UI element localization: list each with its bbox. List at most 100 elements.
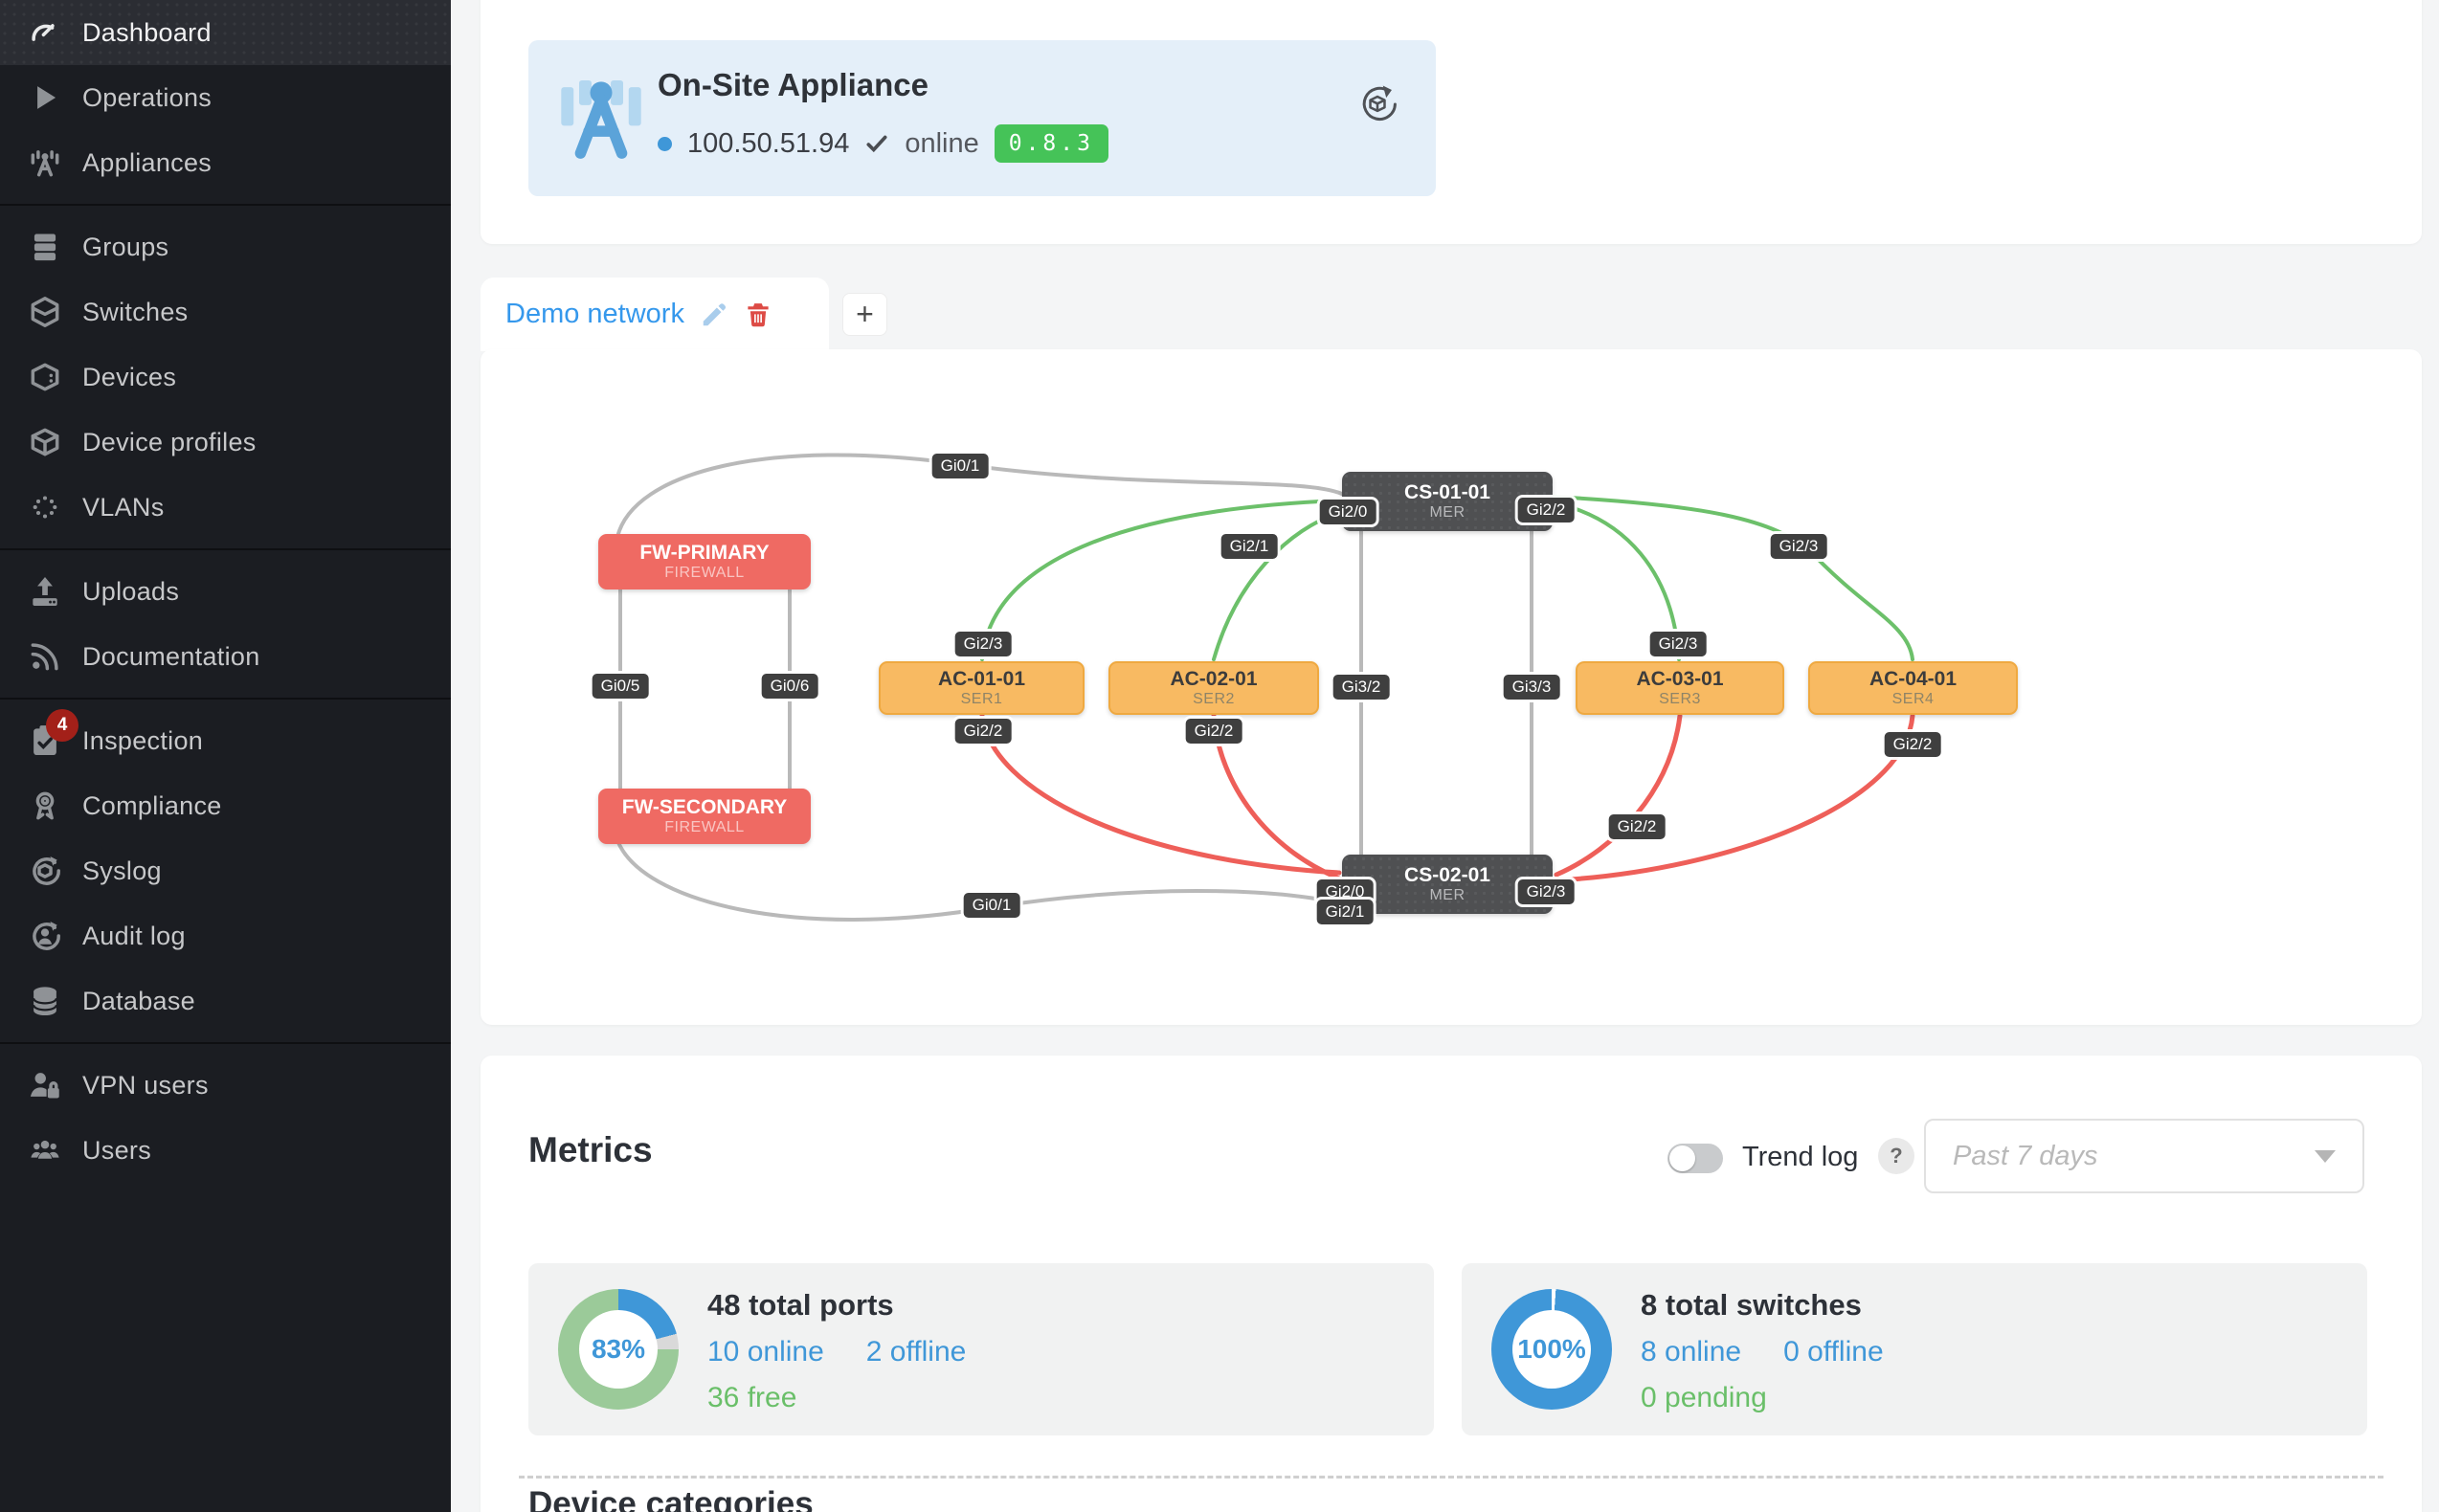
donut-chart: 83% bbox=[558, 1289, 679, 1410]
port-label: Gi2/2 bbox=[1884, 732, 1941, 757]
antenna-tower-icon bbox=[557, 61, 645, 167]
node-label: AC-02-01 bbox=[1170, 667, 1258, 690]
appliance-panel: On-Site Appliance 100.50.51.94 online 0.… bbox=[481, 0, 2422, 244]
server-stack-icon bbox=[27, 229, 63, 265]
play-icon bbox=[27, 79, 63, 116]
dotted-diamond-icon bbox=[27, 489, 63, 525]
sidebar-item-vlans[interactable]: VLANs bbox=[0, 475, 451, 540]
device-categories-title: Device categories bbox=[528, 1485, 814, 1512]
trend-log-label: Trend log bbox=[1742, 1142, 1859, 1172]
appliance-status: online bbox=[905, 127, 979, 159]
sidebar-item-label: VPN users bbox=[82, 1070, 209, 1100]
sidebar-item-compliance[interactable]: Compliance bbox=[0, 773, 451, 838]
port-label: Gi2/3 bbox=[1517, 879, 1575, 904]
sidebar-item-label: Documentation bbox=[82, 641, 260, 671]
help-glyph: ? bbox=[1890, 1144, 1903, 1167]
sidebar-item-uploads[interactable]: Uploads bbox=[0, 559, 451, 624]
node-label: AC-03-01 bbox=[1636, 667, 1724, 690]
delete-trash-icon[interactable] bbox=[744, 300, 772, 329]
node-sublabel: SER4 bbox=[1891, 690, 1935, 707]
sidebar-item-devices[interactable]: Devices bbox=[0, 345, 451, 410]
cube-outline-icon bbox=[27, 424, 63, 460]
sidebar-item-label: Database bbox=[82, 986, 195, 1015]
topology-link bbox=[1554, 713, 1915, 883]
port-label: Gi0/6 bbox=[761, 674, 818, 699]
sidebar-item-audit-log[interactable]: Audit log bbox=[0, 903, 451, 968]
help-icon[interactable]: ? bbox=[1878, 1138, 1914, 1174]
sidebar-item-label: Inspection bbox=[82, 725, 204, 755]
time-range-value: Past 7 days bbox=[1953, 1140, 2098, 1171]
sidebar-divider bbox=[0, 548, 451, 550]
sidebar-item-appliances[interactable]: Appliances bbox=[0, 130, 451, 195]
sidebar-item-device-profiles[interactable]: Device profiles bbox=[0, 410, 451, 475]
sidebar-item-label: Audit log bbox=[82, 921, 186, 950]
appliance-title: On-Site Appliance bbox=[658, 67, 929, 102]
node-label: FW-SECONDARY bbox=[621, 795, 788, 818]
appliance-ip: 100.50.51.94 bbox=[687, 127, 850, 159]
sidebar-item-label: Devices bbox=[82, 362, 177, 391]
sync-cube-icon bbox=[27, 853, 63, 889]
database-icon bbox=[27, 983, 63, 1019]
section-divider bbox=[519, 1476, 2383, 1479]
sidebar-item-syslog[interactable]: Syslog bbox=[0, 838, 451, 903]
sidebar-item-label: Groups bbox=[82, 232, 169, 261]
sidebar-item-database[interactable]: Database bbox=[0, 968, 451, 1034]
appliance-card[interactable]: On-Site Appliance 100.50.51.94 online 0.… bbox=[528, 40, 1436, 196]
sidebar-item-label: Operations bbox=[82, 82, 213, 112]
port-label: Gi2/0 bbox=[1319, 500, 1376, 524]
sidebar-item-operations[interactable]: Operations bbox=[0, 65, 451, 130]
sidebar-divider bbox=[0, 698, 451, 700]
donut-chart: 100% bbox=[1491, 1289, 1612, 1410]
port-label: Gi2/3 bbox=[1770, 534, 1827, 559]
port-label: Gi2/2 bbox=[1517, 498, 1575, 523]
notification-badge: 4 bbox=[46, 709, 78, 742]
status-dot-icon bbox=[658, 136, 672, 151]
upload-icon bbox=[27, 573, 63, 610]
node-sublabel: MER bbox=[1429, 886, 1466, 903]
port-label: Gi2/1 bbox=[1220, 534, 1278, 559]
sidebar-item-dashboard[interactable]: Dashboard bbox=[0, 0, 451, 65]
metric-stat: 8 online bbox=[1641, 1336, 1742, 1367]
port-label: Gi0/5 bbox=[592, 674, 649, 699]
time-range-select[interactable]: Past 7 days bbox=[1924, 1119, 2364, 1193]
sidebar-item-documentation[interactable]: Documentation bbox=[0, 624, 451, 689]
rss-icon bbox=[27, 638, 63, 675]
user-lock-icon bbox=[27, 1067, 63, 1103]
port-label: Gi2/3 bbox=[1649, 632, 1707, 656]
port-label: Gi2/2 bbox=[1185, 719, 1242, 744]
metric-stat: 2 offline bbox=[865, 1336, 967, 1367]
port-label: Gi2/1 bbox=[1316, 900, 1374, 924]
tab-demo-network[interactable]: Demo network bbox=[481, 278, 829, 351]
sidebar-item-switches[interactable]: Switches bbox=[0, 279, 451, 345]
sidebar-item-groups[interactable]: Groups bbox=[0, 214, 451, 279]
edit-pencil-icon[interactable] bbox=[700, 300, 728, 329]
port-label: Gi0/1 bbox=[931, 454, 989, 478]
medal-icon bbox=[27, 788, 63, 824]
node-label: AC-01-01 bbox=[937, 667, 1026, 690]
metric-stat: 10 online bbox=[707, 1336, 824, 1367]
sidebar-item-users[interactable]: Users bbox=[0, 1118, 451, 1183]
sidebar-item-label: Appliances bbox=[82, 147, 213, 177]
sidebar-item-label: Device profiles bbox=[82, 427, 257, 456]
node-sublabel: MER bbox=[1429, 503, 1466, 521]
add-network-tab-button[interactable]: + bbox=[842, 293, 887, 336]
node-sublabel: FIREWALL bbox=[664, 564, 745, 581]
toggle-knob bbox=[1669, 1145, 1695, 1171]
sidebar-item-vpn-users[interactable]: VPN users bbox=[0, 1053, 451, 1118]
trend-log-toggle[interactable] bbox=[1667, 1144, 1723, 1173]
sync-icon[interactable] bbox=[1355, 82, 1399, 126]
